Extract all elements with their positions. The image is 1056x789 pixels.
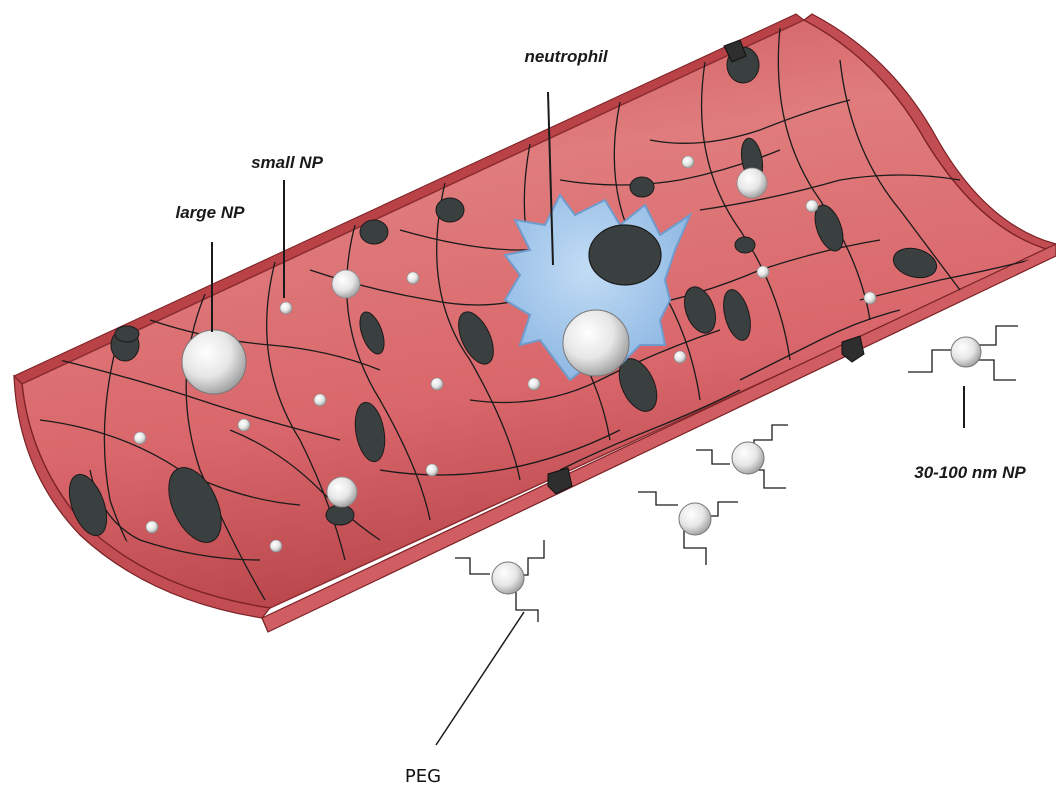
small-nanoparticle xyxy=(280,302,292,314)
neutrophil-nucleus xyxy=(589,225,661,285)
peg-nanoparticle xyxy=(696,425,788,488)
small-nanoparticle xyxy=(674,351,686,363)
small-nanoparticle xyxy=(146,521,158,533)
small-nanoparticle xyxy=(314,394,326,406)
peg-pointer xyxy=(436,612,524,745)
small-nanoparticle xyxy=(431,378,443,390)
nucleus xyxy=(436,198,464,222)
small-nanoparticle xyxy=(270,540,282,552)
small-nanoparticle xyxy=(864,292,876,304)
small-nanoparticle xyxy=(806,200,818,212)
small-nanoparticle xyxy=(528,378,540,390)
nanoparticle xyxy=(737,168,767,198)
small-nanoparticle xyxy=(757,266,769,278)
small-nanoparticle xyxy=(682,156,694,168)
small-np-label: small NP xyxy=(251,153,323,172)
small-nanoparticle xyxy=(134,432,146,444)
nucleus xyxy=(630,177,654,197)
nucleus xyxy=(360,220,388,244)
nucleus xyxy=(115,326,139,342)
small-nanoparticle xyxy=(407,272,419,284)
nucleus xyxy=(735,237,755,253)
peg-nanoparticle xyxy=(638,492,738,565)
large-np-label: large NP xyxy=(176,203,246,222)
large-nanoparticle xyxy=(182,330,246,394)
peg-nanoparticle xyxy=(908,326,1018,380)
nanoparticle xyxy=(332,270,360,298)
peg-nanoparticle xyxy=(455,540,544,622)
neutrophil-label: neutrophil xyxy=(524,47,608,66)
nucleus xyxy=(326,505,354,525)
nanoparticle xyxy=(327,477,357,507)
large-nanoparticle xyxy=(563,310,629,376)
small-nanoparticle xyxy=(426,464,438,476)
small-nanoparticle xyxy=(238,419,250,431)
np-30-100-label: 30-100 nm NP xyxy=(914,463,1026,482)
peg-label: PEG xyxy=(405,766,441,787)
